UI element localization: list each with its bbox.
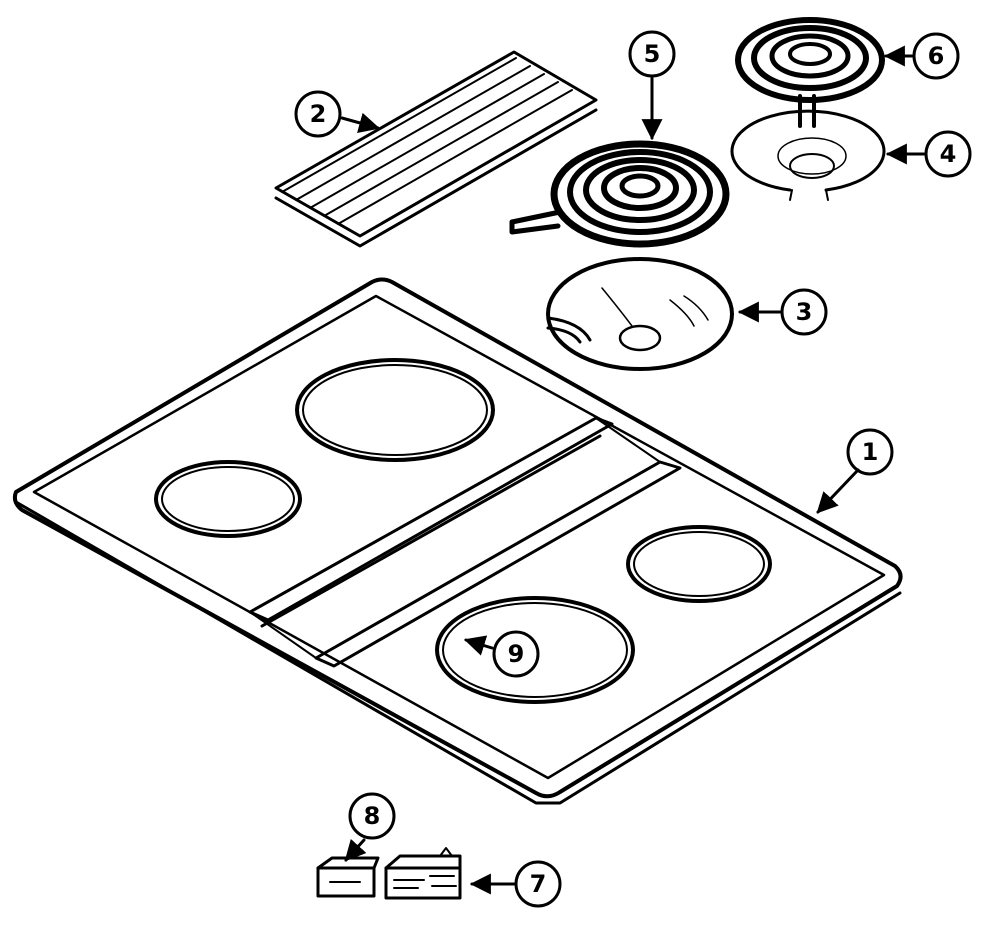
callout-7-label: 7 bbox=[530, 870, 547, 898]
callout-8-label: 8 bbox=[364, 802, 381, 830]
large-surface-element bbox=[509, 140, 730, 248]
callout-1-label: 1 bbox=[862, 438, 879, 466]
small-surface-element bbox=[735, 17, 885, 128]
callout-5-label: 5 bbox=[644, 40, 661, 68]
label-card bbox=[316, 856, 380, 898]
callout-8: 8 bbox=[344, 792, 396, 862]
small-drip-bowl bbox=[730, 109, 886, 201]
callout-2-label: 2 bbox=[310, 100, 327, 128]
callout-3-label: 3 bbox=[796, 298, 813, 326]
callout-1: 1 bbox=[816, 428, 894, 514]
callout-6-label: 6 bbox=[928, 42, 945, 70]
callout-5: 5 bbox=[628, 30, 676, 141]
callout-2: 2 bbox=[294, 90, 381, 138]
callout-9: 9 bbox=[463, 630, 540, 678]
literature-packet bbox=[384, 847, 462, 900]
callout-6: 6 bbox=[883, 32, 960, 80]
callout-4-label: 4 bbox=[940, 140, 957, 168]
large-drip-bowl bbox=[546, 257, 734, 371]
cooktop-main-top bbox=[12, 277, 903, 805]
callout-4: 4 bbox=[885, 130, 972, 178]
vent-grille bbox=[274, 50, 598, 248]
callout-7: 7 bbox=[469, 860, 562, 908]
callout-3: 3 bbox=[737, 288, 828, 336]
callout-9-label: 9 bbox=[508, 640, 525, 668]
